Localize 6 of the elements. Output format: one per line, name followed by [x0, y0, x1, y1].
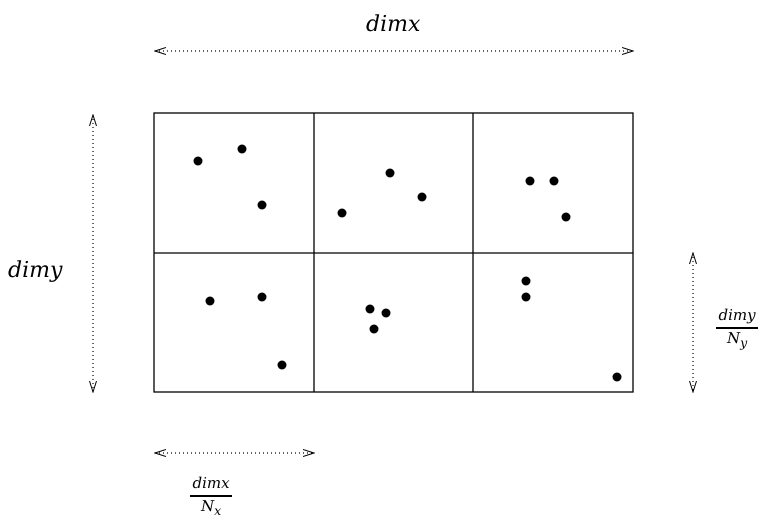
dimension-label: dimx — [366, 14, 420, 36]
fraction-denominator: N$_{y}$ — [727, 331, 748, 350]
dimension-label: dimy — [8, 260, 62, 282]
fraction-denominator: N$_{x}$ — [201, 499, 222, 518]
fraction-numerator: dimy — [718, 308, 756, 323]
fraction-numerator: dimx — [192, 476, 230, 491]
